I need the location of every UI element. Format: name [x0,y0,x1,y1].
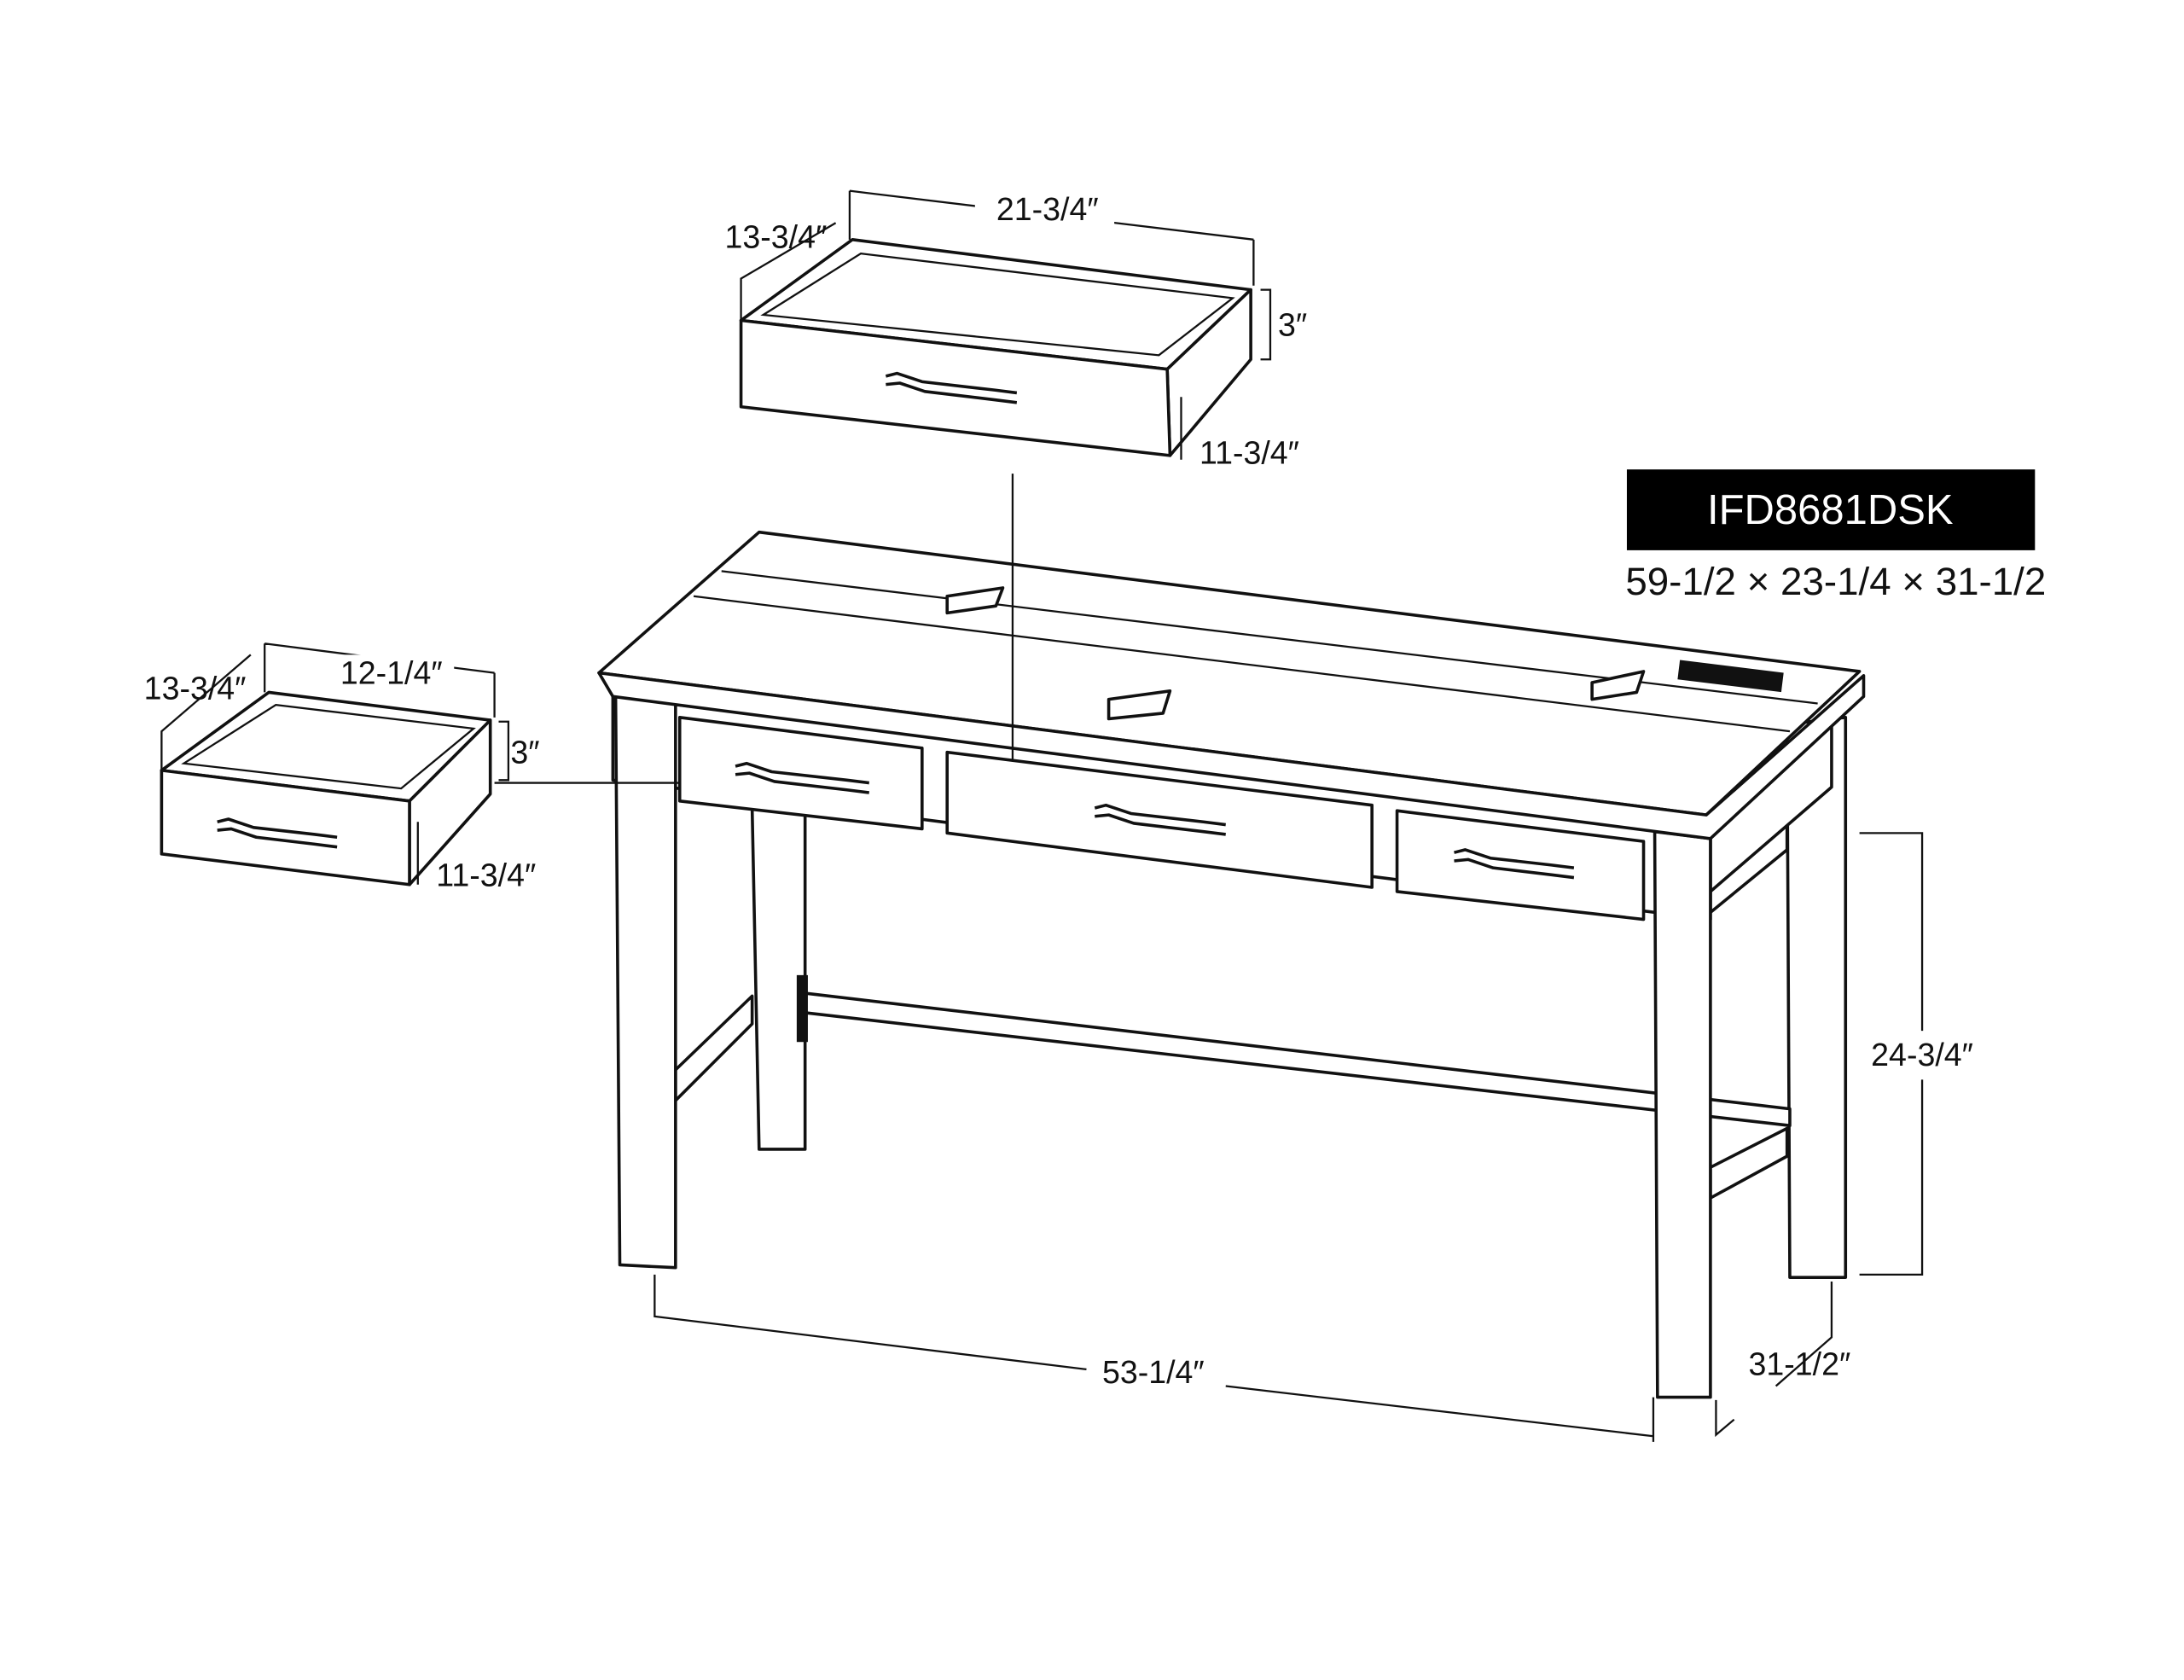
side-drawer-width: 12-1/4″ [340,655,443,691]
power-outlet-icon [1677,660,1784,693]
left-drawer-front [677,716,924,831]
model-label: IFD8681DSK 59-1/2 × 23-1/4 × 31-1/2 [1625,469,2046,603]
top-bowtie-1 [945,586,1005,615]
desk-illustration [597,530,1866,1399]
left-drawer-handle [735,761,869,794]
side-drawer-inner [181,703,476,790]
side-drawer-depth: 13-3/4″ [144,671,247,706]
center-drawer-depth: 13-3/4″ [725,219,828,255]
front-right-leg [1653,829,1712,1399]
center-drawer-handle [1094,803,1226,836]
height-line [1715,1282,1833,1438]
side-drawer-detail: 12-1/4″ 13-3/4″ 3″ 11-3/4″ [144,642,680,892]
model-number: IFD8681DSK [1707,487,1954,533]
leg-span-label: 53-1/4″ [1102,1354,1205,1390]
right-drawer-front [1395,809,1646,921]
knee-height-line [1859,832,1924,1276]
side-drawer-height: 3″ [510,735,539,770]
knee-height-label: 24-3/4″ [1871,1037,1973,1073]
stretcher-bracket [796,974,808,1043]
desk-dimensions: 53-1/4″ 24-3/4″ 31-1/2″ [653,832,1973,1442]
top-bowtie-2 [1107,689,1172,721]
center-drawer-front [945,750,1374,889]
desk-top-edge [597,671,1866,840]
model-badge [1626,469,2036,550]
center-drawer-detail: 21-3/4″ 13-3/4″ 3″ 11-3/4″ [725,189,1307,759]
center-drawer-inner [760,252,1235,357]
center-drawer-detail-handle [885,371,1018,404]
leg-span-line [653,1274,1655,1442]
overall-dimensions: 59-1/2 × 23-1/4 × 31-1/2 [1625,560,2046,603]
label-bg [322,654,455,691]
right-side-stretcher [1709,1126,1789,1200]
side-drawer-front [160,769,411,887]
center-drawer-height: 3″ [1278,306,1307,342]
center-drawer-front-detail [739,318,1172,457]
side-drawer-handle [217,817,338,849]
top-bowtie-3 [1590,670,1646,701]
center-drawer-width: 21-3/4″ [996,191,1099,227]
overall-height-label: 31-1/2″ [1749,1346,1851,1381]
label-bg [974,192,1115,229]
left-side-stretcher [674,994,754,1102]
center-drawer-inner: 11-3/4″ [1199,435,1299,471]
side-drawer-inner: 11-3/4″ [436,857,536,892]
right-drawer-handle [1454,848,1575,880]
long-stretcher [803,991,1792,1127]
